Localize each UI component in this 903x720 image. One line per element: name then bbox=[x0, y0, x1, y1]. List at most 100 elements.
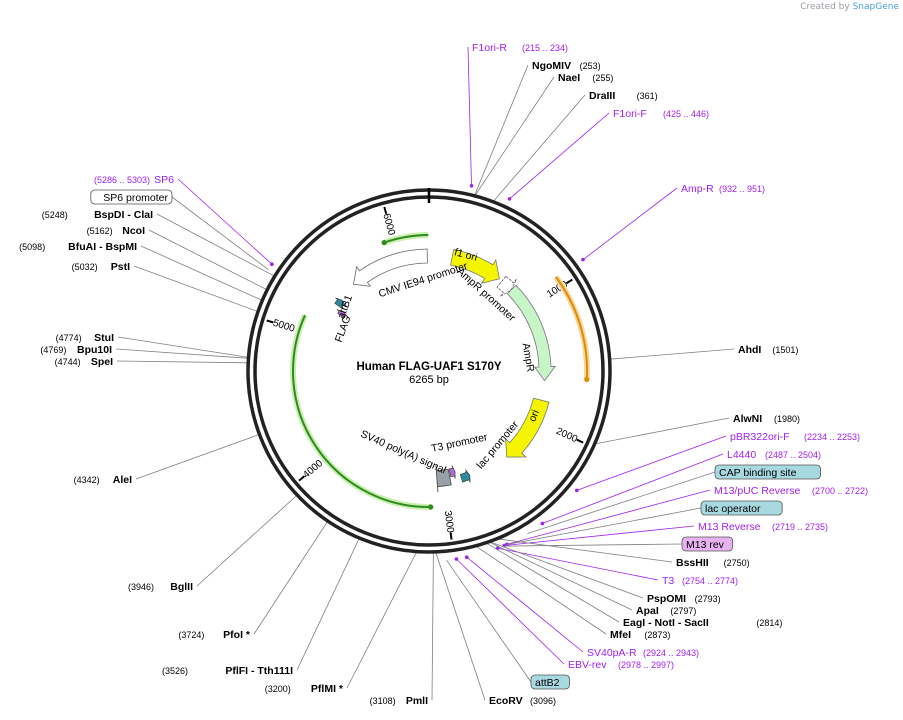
label-coords-amp-r: (932 .. 951) bbox=[719, 184, 765, 194]
label-bglii: BglII(3946) bbox=[128, 581, 193, 593]
leader-pfoi bbox=[253, 520, 329, 635]
leader-bspdi-clai bbox=[156, 213, 275, 277]
ruler-tick-3000 bbox=[449, 532, 453, 540]
label-name-ecorv: EcoRV bbox=[489, 695, 523, 707]
annotation-labels: F1ori-R(215 .. 234)NgoMIV(253)NaeI(255)D… bbox=[19, 42, 868, 707]
label-pmli: PmlI(3108) bbox=[370, 695, 428, 707]
label-ahdi: AhdI (1501) bbox=[738, 344, 798, 356]
label-m13-puc-reverse: M13/pUC Reverse(2700 .. 2722) bbox=[714, 485, 868, 497]
feature-label-t3-promoter: T3 promoter bbox=[430, 431, 489, 455]
label-name-pflfi-tth111i: PflFI - Tth111I bbox=[225, 665, 293, 677]
ruler-label-4000: 4000 bbox=[301, 458, 325, 481]
orange-arc-arrowhead bbox=[584, 376, 590, 383]
feature-label-f1-ori: f1 ori bbox=[453, 246, 479, 264]
label-alei: AleI (4342) bbox=[74, 474, 132, 486]
label-name-alei: AleI bbox=[113, 474, 132, 486]
label-name-naei: NaeI bbox=[558, 72, 580, 84]
label-name-pfoi: PfoI * bbox=[223, 629, 251, 641]
label-coords-m13-reverse: (2719 .. 2735) bbox=[772, 522, 828, 532]
label-f1ori-r: F1ori-R(215 .. 234) bbox=[472, 42, 568, 54]
label-eagi-noti-sacii: EagI - NotI - SacII (2814) bbox=[623, 617, 782, 629]
label-name-pflmi: PflMI * bbox=[311, 683, 344, 695]
leader-alei bbox=[135, 434, 260, 480]
ruler-tick-5000 bbox=[266, 319, 274, 324]
label-ebv-rev: EBV-rev(2978 .. 2997) bbox=[568, 659, 674, 671]
leader-ebv-rev bbox=[456, 558, 565, 665]
leader-ahdi bbox=[609, 348, 735, 360]
label-name-f1ori-f: F1ori-F bbox=[613, 108, 647, 120]
label-coords-ecorv: (3096) bbox=[530, 696, 556, 706]
leader-bfuai-bspmi bbox=[140, 245, 263, 301]
label-coords-ngomiv: (253) bbox=[580, 61, 601, 71]
ruler-label-5000: 5000 bbox=[271, 318, 296, 335]
label-name-bsshii: BssHII bbox=[676, 557, 709, 569]
leader-f1ori-r bbox=[467, 46, 472, 186]
leader-apai bbox=[488, 541, 633, 611]
label-coords-alei: (4342) bbox=[74, 475, 100, 485]
leader-sp6 bbox=[177, 178, 273, 265]
primer-mark-ebv-rev bbox=[454, 557, 459, 561]
primer-mark-amp-r bbox=[581, 257, 585, 262]
primer-mark-f1ori-r bbox=[469, 184, 474, 188]
label-name-m13-reverse: M13 Reverse bbox=[698, 521, 761, 533]
credit-prefix: Created by bbox=[800, 2, 850, 12]
flag-feature bbox=[336, 309, 349, 319]
leader-pmli bbox=[431, 551, 434, 701]
label-name-alwni: AlwNI bbox=[733, 413, 762, 425]
label-sp6-promoter: SP6 promoter bbox=[90, 189, 173, 205]
label-apai: ApaI(2797) bbox=[636, 605, 696, 617]
label-pflmi: PflMI * (3200) bbox=[265, 683, 344, 695]
ruler-label-3000: 3000 bbox=[442, 510, 456, 534]
inner-arcs bbox=[290, 232, 591, 511]
leader-mfei bbox=[475, 545, 607, 635]
leader-pflfi-tth111i bbox=[296, 537, 360, 671]
label-name-sp6: SP6 bbox=[154, 174, 174, 186]
feature-shapes bbox=[334, 248, 556, 493]
sv40-poly-a-signal-feature bbox=[435, 465, 452, 493]
f1-ori-feature bbox=[450, 249, 500, 284]
label-name-eagi-noti-sacii: EagI - NotI - SacII bbox=[623, 617, 709, 629]
feature-label-ampr: AmpR bbox=[520, 342, 537, 373]
label-attb2: attB2 bbox=[530, 674, 570, 690]
label-coords-apai: (2797) bbox=[670, 606, 696, 616]
label-bpu10i: Bpu10I(4769) bbox=[40, 344, 112, 356]
label-box-cap-binding-site bbox=[714, 464, 821, 480]
upper-green-arc-arrowhead bbox=[381, 240, 387, 246]
leader-m13-reverse bbox=[504, 525, 695, 546]
label-name-cap-binding-site: CAP binding site bbox=[719, 467, 797, 479]
label-pspomi: PspOMI(2793) bbox=[647, 593, 721, 605]
feature-label-flag: FLAG bbox=[333, 314, 354, 344]
label-draiii: DraIII(361) bbox=[589, 90, 658, 102]
label-name-bspdi-clai: BspDI - ClaI bbox=[94, 209, 153, 221]
orange-arc bbox=[555, 276, 589, 380]
label-coords-pflmi: (3200) bbox=[265, 684, 291, 694]
ampr-promoter-feature bbox=[496, 275, 517, 297]
label-name-ahdi: AhdI bbox=[738, 344, 761, 356]
label-coords-t3: (2754 .. 2774) bbox=[682, 576, 738, 586]
label-coords-eagi-noti-sacii: (2814) bbox=[756, 618, 782, 628]
label-coords-ahdi: (1501) bbox=[772, 345, 798, 355]
label-pflfi-tth111i: PflFI - Tth111I(3526) bbox=[162, 665, 293, 677]
leader-stui bbox=[117, 336, 249, 358]
label-name-pmli: PmlI bbox=[406, 695, 428, 707]
left-green-arc-arrowhead bbox=[428, 504, 434, 510]
label-box-m13-rev bbox=[681, 536, 734, 552]
primer-mark-l4440 bbox=[540, 521, 545, 526]
ampr-feature bbox=[506, 284, 556, 382]
ori-feature bbox=[505, 397, 550, 458]
cmv-ie94-promoter-feature bbox=[352, 248, 428, 287]
label-coords-pbr322ori-f: (2234 .. 2253) bbox=[804, 432, 860, 442]
label-box-attb2 bbox=[530, 674, 570, 690]
label-coords-stui: (4774) bbox=[56, 333, 82, 343]
label-naei: NaeI(255) bbox=[558, 72, 613, 84]
label-cap-binding-site: CAP binding site bbox=[714, 464, 821, 480]
label-box-lac-operator bbox=[700, 500, 783, 516]
leader-bglii bbox=[196, 494, 298, 587]
plasmid-name: Human FLAG-UAF1 S170Y bbox=[356, 361, 501, 373]
label-alwni: AlwNI(1980) bbox=[733, 413, 800, 425]
ruler-label-6000: 6000 bbox=[380, 212, 397, 237]
label-pbr322ori-f: pBR322ori-F(2234 .. 2253) bbox=[730, 431, 860, 443]
label-name-m13-puc-reverse: M13/pUC Reverse bbox=[714, 485, 801, 497]
label-name-stui: StuI bbox=[94, 332, 114, 344]
